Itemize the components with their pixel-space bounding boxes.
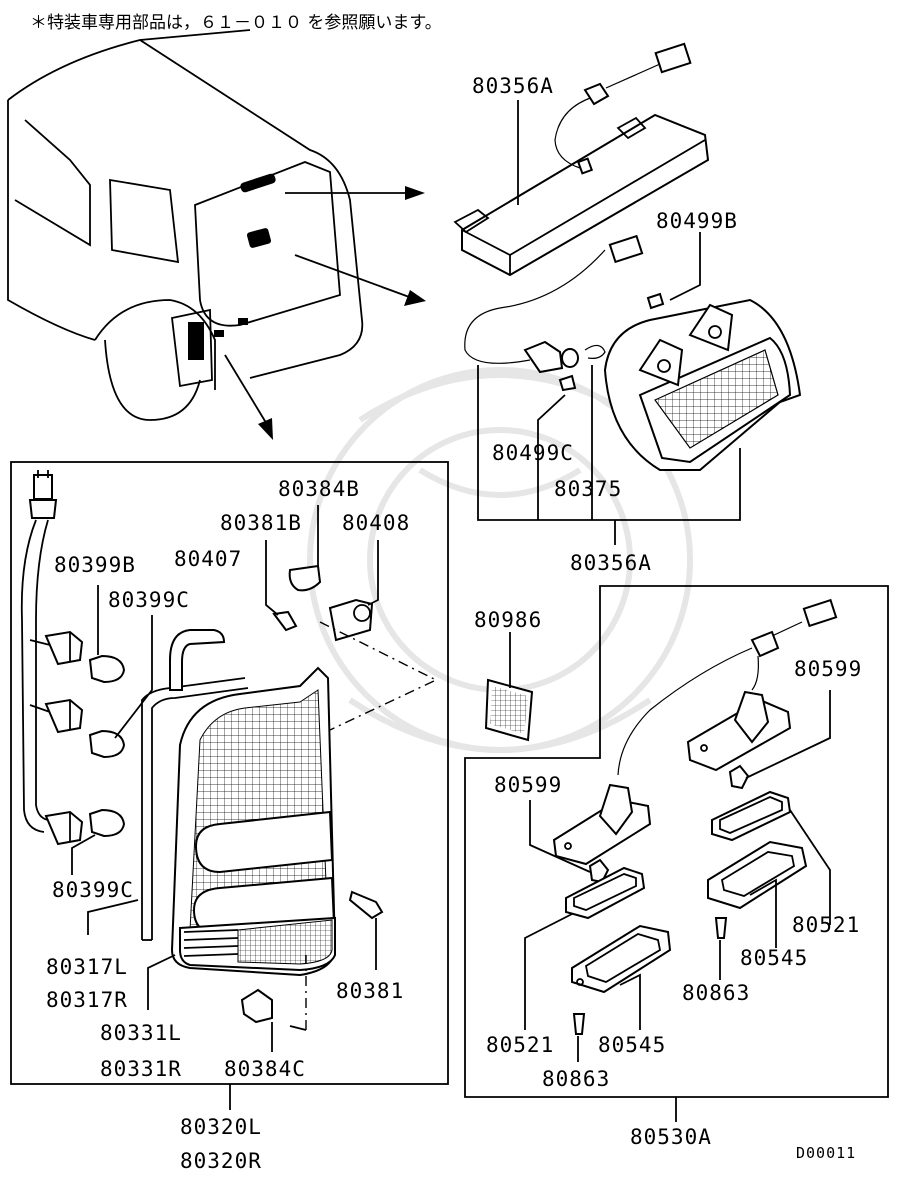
label-80863-a: 80863 bbox=[682, 981, 750, 1005]
label-80317R: 80317R bbox=[46, 988, 128, 1012]
label-80499B: 80499B bbox=[656, 209, 738, 233]
diagram-code: D00011 bbox=[796, 1144, 856, 1162]
label-80599-a: 80599 bbox=[794, 657, 862, 681]
header-note: ＊特装車専用部品は，６１－０１０ を参照願います。 bbox=[30, 13, 442, 33]
label-80320L: 80320L bbox=[180, 1115, 262, 1139]
vehicle-rear-illustration bbox=[7, 29, 426, 440]
bulb-80399B bbox=[88, 654, 126, 684]
label-80530A: 80530A bbox=[630, 1125, 712, 1149]
label-80545-a: 80545 bbox=[740, 946, 808, 970]
label-80356A-bottom: 80356A bbox=[570, 551, 652, 575]
label-80356A-top: 80356A bbox=[472, 74, 554, 98]
label-80331R: 80331R bbox=[100, 1057, 182, 1081]
label-80408: 80408 bbox=[342, 511, 410, 535]
part-labels: 80356A 80499B 80499C 80375 80356A 80384B… bbox=[46, 74, 862, 1173]
bulb-80399C-a bbox=[88, 729, 126, 759]
label-80521-b: 80521 bbox=[486, 1033, 554, 1057]
label-80521-a: 80521 bbox=[792, 913, 860, 937]
label-80399C-b: 80399C bbox=[52, 878, 134, 902]
socket-middle bbox=[44, 698, 84, 734]
part-80986 bbox=[484, 632, 534, 742]
socket-lower bbox=[44, 810, 84, 846]
label-80331L: 80331L bbox=[100, 1021, 182, 1045]
label-80399B: 80399B bbox=[54, 553, 136, 577]
label-80381B: 80381B bbox=[220, 511, 302, 535]
label-80407: 80407 bbox=[174, 547, 242, 571]
label-80599-b: 80599 bbox=[494, 773, 562, 797]
label-80399C-a: 80399C bbox=[108, 588, 190, 612]
label-80499C: 80499C bbox=[492, 441, 574, 465]
high-mount-stop-lamp bbox=[453, 42, 802, 471]
label-80863-b: 80863 bbox=[542, 1067, 610, 1091]
rear-combination-lamp bbox=[20, 470, 438, 1052]
label-80381: 80381 bbox=[336, 979, 404, 1003]
label-80375: 80375 bbox=[554, 477, 622, 501]
socket-upper bbox=[44, 630, 84, 666]
group-80356A-leaders bbox=[477, 100, 741, 545]
label-80320R: 80320R bbox=[180, 1149, 262, 1173]
bulb-80399C-b bbox=[88, 808, 126, 838]
label-80545-b: 80545 bbox=[598, 1033, 666, 1057]
label-80986: 80986 bbox=[474, 608, 542, 632]
label-80317L: 80317L bbox=[46, 955, 128, 979]
license-plate-lamp-box bbox=[464, 585, 889, 1098]
label-80384B: 80384B bbox=[278, 477, 360, 501]
label-80384C: 80384C bbox=[224, 1057, 306, 1081]
license-plate-lamp bbox=[524, 598, 838, 1062]
